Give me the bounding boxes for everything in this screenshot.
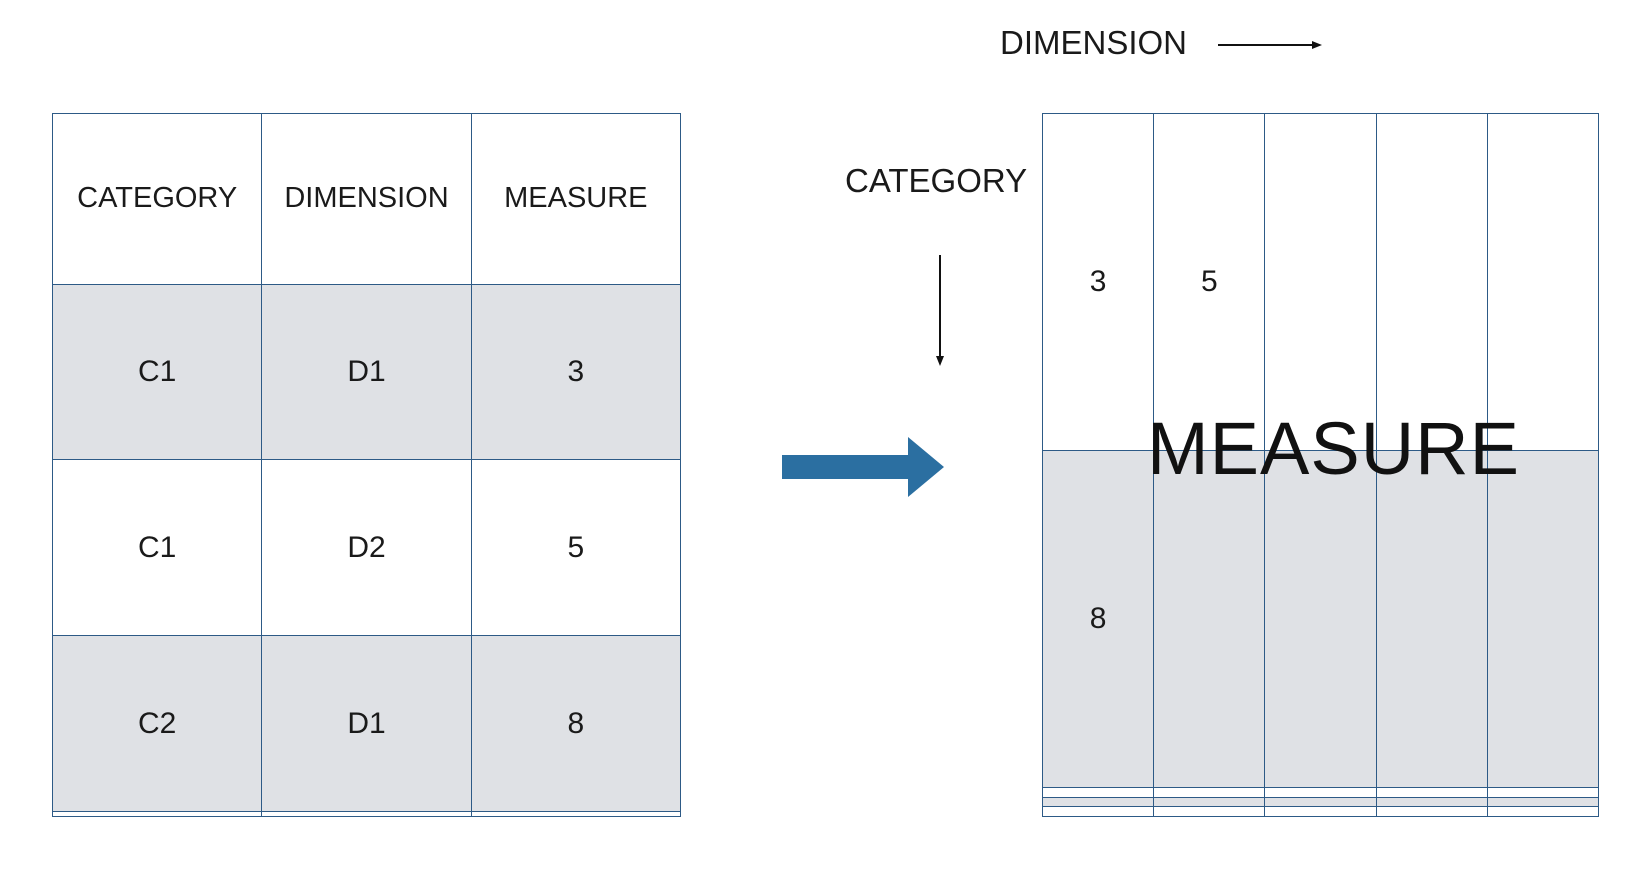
table-cell: C1 xyxy=(51,283,263,461)
table-cell: D1 xyxy=(261,283,472,461)
table-row: C2 D1 8 xyxy=(51,635,682,812)
matrix-cell: 3 xyxy=(1041,112,1155,452)
matrix-row: 3 5 xyxy=(1041,112,1600,452)
matrix-cell: 8 xyxy=(1041,450,1155,789)
measure-overlay-label: MEASURE xyxy=(1147,407,1520,490)
arrow-down-icon xyxy=(936,255,944,366)
matrix-cell xyxy=(1375,112,1488,452)
table-cell: C2 xyxy=(51,635,263,812)
header-cell-category: CATEGORY xyxy=(51,113,263,285)
table-cell: D2 xyxy=(261,459,472,637)
matrix-cell xyxy=(1486,450,1600,789)
matrix-row xyxy=(1041,806,1600,817)
header-cell-dimension: DIMENSION xyxy=(261,113,472,285)
table-row: C1 D1 3 xyxy=(51,283,682,461)
long-format-table: CATEGORY DIMENSION MEASURE C1 D1 3 C1 D2… xyxy=(51,113,682,818)
table-header-row: CATEGORY DIMENSION MEASURE xyxy=(51,113,682,285)
matrix-cell xyxy=(1153,450,1266,789)
matrix-row: 8 xyxy=(1041,450,1600,789)
matrix-cell xyxy=(1486,112,1600,452)
category-axis-label: CATEGORY xyxy=(845,162,1028,199)
matrix-cell xyxy=(1264,450,1377,789)
table-cell: 8 xyxy=(470,635,682,812)
matrix-cell xyxy=(1375,450,1488,789)
arrow-right-icon xyxy=(1218,41,1322,49)
table-cell xyxy=(470,810,682,818)
wide-format-table: 3 5 8 xyxy=(1041,112,1600,817)
matrix-cell xyxy=(1486,806,1600,817)
right-arrow-icon xyxy=(782,437,944,497)
table-row xyxy=(51,810,682,818)
table-cell: C1 xyxy=(51,459,263,637)
dimension-axis-label: DIMENSION xyxy=(1000,24,1188,61)
table-row: C1 D2 5 xyxy=(51,459,682,637)
table-cell: D1 xyxy=(261,635,472,812)
table-cell: 3 xyxy=(470,283,682,461)
header-cell-measure: MEASURE xyxy=(470,113,682,285)
table-cell: 5 xyxy=(470,459,682,637)
matrix-cell: 5 xyxy=(1153,112,1266,452)
